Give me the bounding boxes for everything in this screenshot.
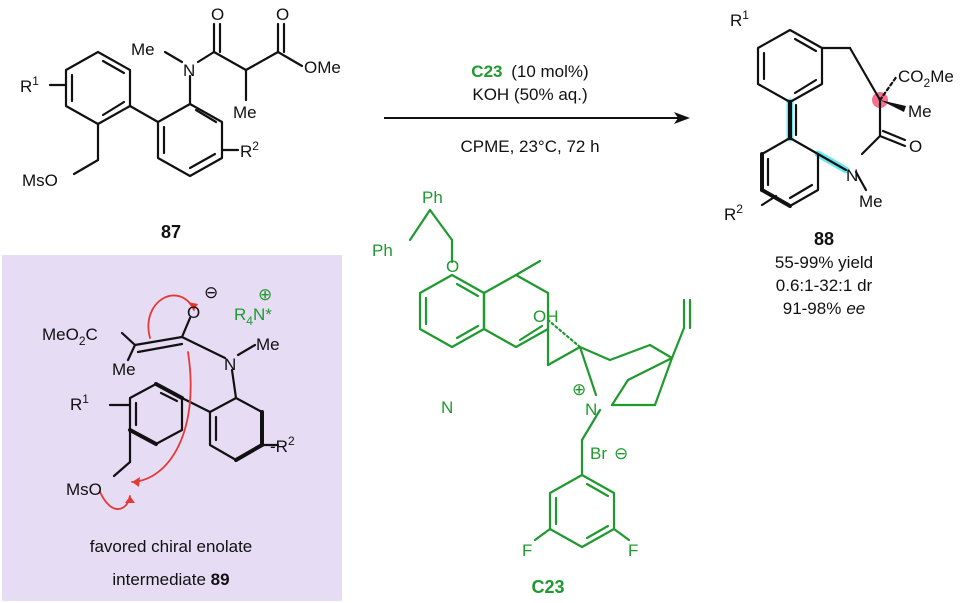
conditions-solvent: CPME, 23°C, 72 h <box>460 137 599 156</box>
product-yield: 55-99% yield <box>775 253 873 272</box>
atom-o: O <box>909 137 922 156</box>
atom-o: O <box>276 5 289 24</box>
atom-me: Me <box>908 102 932 121</box>
atom-co2me: CO2Me <box>898 67 954 90</box>
atom-n-plus: N <box>585 400 597 419</box>
intermediate-89-arrowheads <box>125 302 198 503</box>
atom-ph: Ph <box>422 188 443 207</box>
minus-charge-icon: ⊖ <box>614 444 628 463</box>
atom-n: N <box>441 398 453 417</box>
atom-meo2c: MeO2C <box>42 325 98 348</box>
atom-r1: R1 <box>70 392 89 414</box>
catalyst-c23-labels: Ph Ph O OH N N ⊕ Br ⊖ F F <box>372 188 638 560</box>
intermediate-89-labels: MeO2C O ⊖ Me N Me R1 -R2 MsO <box>42 283 295 499</box>
atom-o: O <box>211 5 224 24</box>
catalyst-label-inline: C23 <box>471 62 502 81</box>
atom-me: Me <box>233 103 257 122</box>
compound-label-88: 88 <box>814 229 834 249</box>
atom-oh: OH <box>533 307 559 326</box>
intermediate-89-structure <box>108 316 280 478</box>
atom-me: Me <box>131 40 155 59</box>
atom-r2: R2 <box>724 202 743 224</box>
atom-n: N <box>224 355 236 374</box>
atom-br: Br <box>590 444 607 463</box>
product-ee: 91-98%ee <box>783 299 866 318</box>
atom-me: Me <box>112 360 136 379</box>
atom-o: O <box>446 257 459 276</box>
intermediate-panel <box>2 255 342 601</box>
atom-r4n: R4N* <box>234 305 272 328</box>
atom-r2: -R2 <box>270 434 295 456</box>
atom-r2: R2 <box>240 139 259 161</box>
reaction-arrow <box>384 112 690 124</box>
reactant-87-labels: Me N O O OMe Me MsO R1 R2 <box>20 5 341 190</box>
atom-mso: MsO <box>66 480 102 499</box>
conditions-catalyst-line: C23 (10 mol%) <box>471 62 588 81</box>
product-88-structure <box>756 28 907 208</box>
plus-charge-icon: ⊕ <box>572 380 586 399</box>
atom-me: Me <box>859 192 883 211</box>
minus-charge-icon: ⊖ <box>204 283 218 302</box>
atom-n: N <box>846 166 858 185</box>
arrow-head-icon <box>674 112 690 124</box>
atom-ph: Ph <box>372 241 393 260</box>
atom-r1: R1 <box>730 8 749 30</box>
atom-f: F <box>628 541 638 560</box>
atom-me: Me <box>256 335 280 354</box>
conditions-base: KOH (50% aq.) <box>472 85 587 104</box>
compound-label-c23: C23 <box>531 577 564 597</box>
atom-n: N <box>183 61 195 80</box>
ammonium-counterion: R4N* ⊕ <box>234 285 272 328</box>
plus-charge-icon: ⊕ <box>258 285 272 304</box>
curved-arrow-icon <box>131 351 192 483</box>
atom-f: F <box>522 541 532 560</box>
atom-ome: OMe <box>304 58 341 77</box>
compound-label-87: 87 <box>161 222 181 242</box>
intermediate-caption-line1: favored chiral enolate <box>90 537 253 556</box>
catalyst-c23-structure <box>408 208 692 549</box>
atom-mso: MsO <box>22 171 58 190</box>
methyl-wedge-icon <box>880 100 906 112</box>
atom-r1: R1 <box>20 74 39 96</box>
compound-label-89: 89 <box>211 570 230 589</box>
intermediate-caption-line2: intermediate 89 <box>112 570 229 589</box>
product-dr: 0.6:1-32:1 dr <box>776 276 873 295</box>
reactant-87-structure <box>48 22 304 178</box>
atom-o: O <box>187 303 200 322</box>
product-88-labels: R1 CO2Me Me O N Me R2 <box>724 8 954 224</box>
